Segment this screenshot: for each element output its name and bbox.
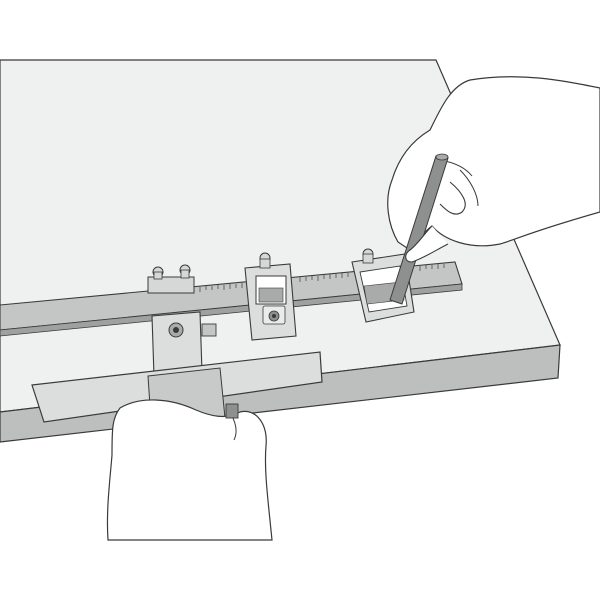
left-hand-icon bbox=[106, 399, 273, 541]
square-jig-vertical-plate bbox=[151, 311, 217, 377]
end-clamp bbox=[147, 264, 195, 294]
sliding-stop-middle bbox=[244, 252, 297, 341]
rail-bar bbox=[0, 261, 463, 337]
right-hand-icon bbox=[387, 76, 600, 251]
drill-rod bbox=[389, 153, 449, 305]
ruler-scale bbox=[199, 264, 445, 292]
right-hand-fingers bbox=[405, 181, 466, 263]
